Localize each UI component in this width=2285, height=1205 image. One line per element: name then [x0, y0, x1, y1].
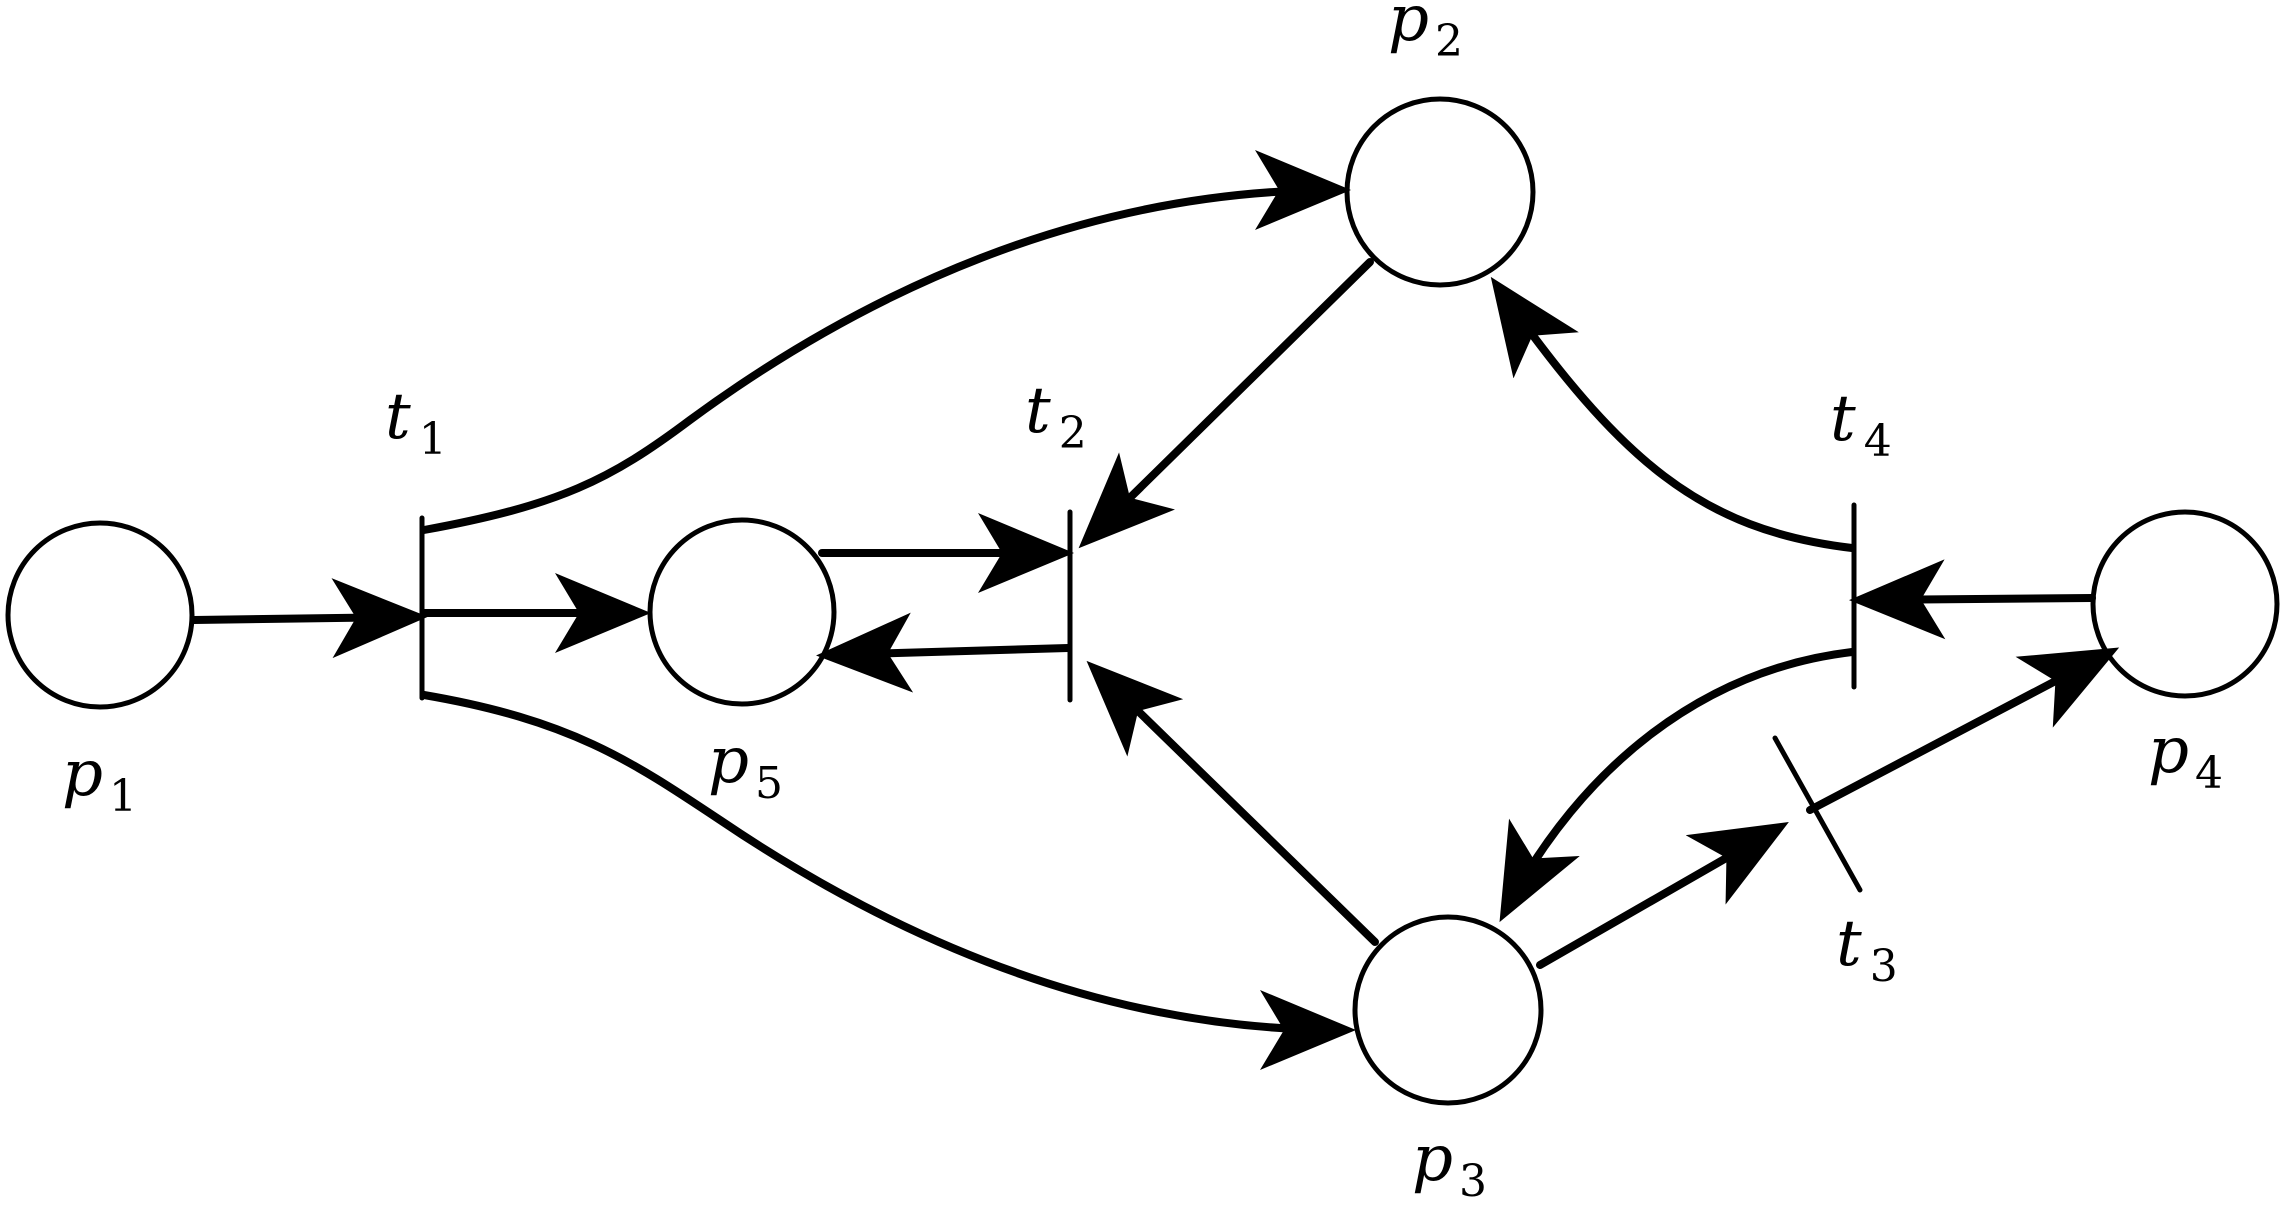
place-p2: [1344, 96, 1536, 288]
place-p3: [1352, 914, 1544, 1106]
arc-t2-p5: [816, 612, 1072, 693]
arc-p3-t3: [1536, 822, 1789, 969]
place-p4: [2090, 509, 2280, 699]
transition-t3: [1772, 735, 1863, 893]
arc-t3-p4: [1806, 647, 2120, 814]
place-p5: [647, 517, 837, 707]
arc-t1-p2: [420, 150, 1351, 534]
arc-t4-p2: [1490, 276, 1856, 552]
arc-p1-t1: [190, 578, 428, 659]
arc-t1-p3: [420, 691, 1356, 1070]
arc-p3-t2: [1086, 660, 1379, 946]
arc-p4-t4: [1849, 559, 2096, 640]
arc-t4-p3: [1499, 648, 1856, 923]
arc-p2-t2: [1078, 258, 1374, 549]
place-p1: [5, 520, 195, 710]
